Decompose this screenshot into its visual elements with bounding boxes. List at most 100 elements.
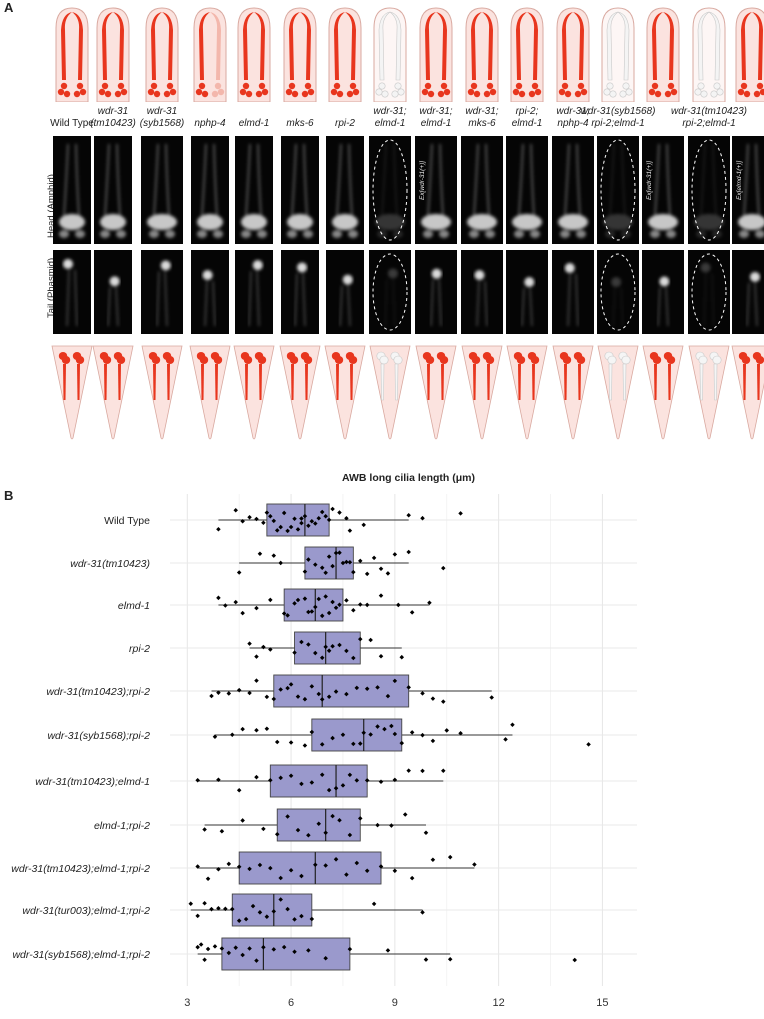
data-point — [219, 946, 225, 951]
data-point — [361, 730, 366, 736]
data-point — [202, 900, 207, 906]
data-point — [247, 946, 252, 951]
tail-micrograph — [281, 250, 319, 334]
tail-micrograph — [191, 250, 229, 334]
column-label: wdr-31 (tm10423) — [90, 106, 136, 129]
data-point — [278, 524, 283, 530]
data-point — [323, 863, 328, 868]
tail-micrograph — [141, 250, 183, 334]
data-point — [444, 728, 450, 733]
tail-micrograph — [326, 250, 364, 334]
category-label: elmd-1 — [118, 600, 150, 612]
data-point — [268, 597, 273, 603]
head-cartoon — [145, 7, 179, 102]
data-point — [278, 560, 283, 566]
head-cartoon — [646, 7, 680, 102]
data-point — [354, 778, 360, 783]
data-point — [586, 742, 591, 747]
head-cartoon — [465, 7, 499, 102]
box — [311, 718, 403, 752]
data-point — [302, 569, 308, 574]
data-point — [392, 868, 398, 874]
chart-title: AWB long cilia length (μm) — [342, 472, 475, 484]
tail-micrograph — [688, 250, 730, 334]
data-point — [489, 695, 494, 700]
data-point — [323, 956, 328, 961]
tail-cartoon — [688, 345, 730, 440]
data-point — [230, 732, 235, 738]
data-point — [406, 549, 411, 555]
data-point — [202, 957, 207, 962]
category-label: wdr-31(syb1568);elmd-1;rpi-2 — [12, 949, 150, 961]
data-point — [420, 910, 425, 915]
tail-cartoon — [233, 345, 275, 440]
data-point — [274, 832, 280, 837]
data-point — [399, 740, 405, 746]
data-point — [226, 861, 232, 867]
x-tick-label: 9 — [392, 997, 398, 1009]
tail-micrograph — [369, 250, 411, 334]
data-point — [375, 685, 380, 690]
data-point — [364, 868, 370, 873]
data-point — [264, 694, 270, 700]
data-point — [240, 818, 245, 823]
data-point — [285, 906, 290, 912]
head-micrograph — [597, 136, 639, 244]
data-point — [323, 830, 328, 836]
tail-cartoon — [51, 345, 93, 440]
tail-cartoon — [141, 345, 183, 440]
data-point — [236, 787, 242, 793]
category-label: elmd-1;rpi-2 — [94, 820, 150, 832]
head-cartoon — [55, 7, 89, 102]
data-point — [306, 642, 311, 647]
data-point — [510, 722, 515, 728]
box — [294, 631, 361, 665]
data-point — [281, 944, 287, 950]
data-point — [319, 613, 325, 619]
tail-cartoon — [731, 345, 764, 440]
tail-cartoon — [642, 345, 684, 440]
data-point — [257, 862, 263, 868]
x-tick-label: 12 — [493, 997, 505, 1009]
data-point — [361, 522, 366, 528]
data-point — [319, 697, 325, 702]
data-point — [572, 957, 577, 963]
data-point — [198, 942, 204, 947]
data-point — [392, 552, 398, 557]
data-point — [344, 872, 349, 877]
data-point — [420, 732, 425, 738]
column-label: rpi-2 — [334, 118, 355, 129]
tail-cartoon — [506, 345, 548, 440]
column-label: wdr-31(tm10423) rpi-2;elmd-1 — [671, 106, 747, 129]
data-point — [233, 507, 238, 513]
data-point — [254, 678, 259, 683]
data-point — [385, 948, 391, 953]
data-point — [268, 647, 273, 652]
data-point — [409, 875, 415, 881]
data-point — [319, 655, 325, 661]
data-point — [364, 778, 370, 783]
data-point — [313, 862, 318, 868]
data-point — [347, 528, 353, 533]
data-point — [430, 738, 436, 744]
data-point — [230, 906, 235, 912]
data-point — [392, 777, 398, 783]
data-point — [309, 684, 315, 689]
data-point — [254, 727, 259, 733]
data-point — [351, 655, 356, 661]
head-cartoon — [692, 7, 726, 102]
data-point — [278, 775, 283, 781]
column-label: wdr-31 (syb1568) — [139, 106, 185, 129]
data-point — [309, 780, 315, 785]
box — [238, 851, 382, 885]
head-micrograph — [732, 136, 764, 244]
column-label: wdr-31; elmd-1 — [373, 106, 407, 129]
data-point — [292, 917, 297, 922]
column-label: wdr-31; nphp-4 — [556, 106, 590, 129]
data-point — [354, 860, 360, 866]
head-cartoon — [193, 7, 227, 102]
data-point — [240, 610, 245, 616]
data-point — [247, 641, 252, 646]
panel-b-letter: B — [4, 488, 14, 503]
